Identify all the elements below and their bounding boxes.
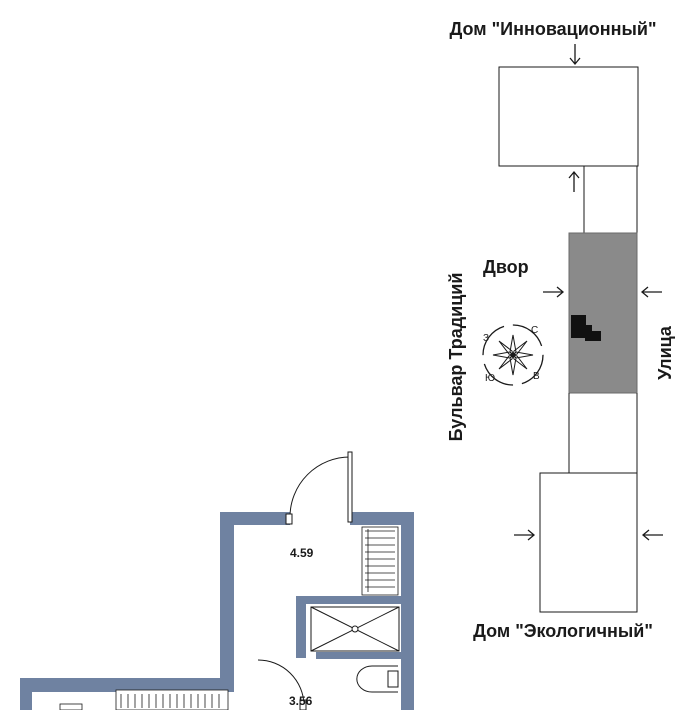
room-area-hall: 4.59 xyxy=(290,546,314,560)
compass-east: В xyxy=(533,371,540,382)
street-label: Улица xyxy=(655,325,675,380)
bathroom-door xyxy=(257,659,307,710)
apartment-location-marker xyxy=(571,315,601,341)
highlighted-building-section xyxy=(568,232,638,394)
entrance-door xyxy=(285,451,353,525)
radiator xyxy=(361,526,399,596)
yard-label: Двор xyxy=(483,257,529,277)
compass-west: З xyxy=(483,333,489,344)
boulevard-label: Бульвар Традиций xyxy=(446,273,466,442)
bottom-building-label: Дом "Экологичный" xyxy=(473,621,653,641)
compass-north: С xyxy=(531,325,538,336)
arrow-left-icon xyxy=(640,286,662,298)
shower-tray xyxy=(310,606,400,652)
top-building xyxy=(498,66,639,167)
arrow-up-icon xyxy=(568,170,580,192)
window-strip xyxy=(115,689,229,710)
lower-passage-outline xyxy=(568,393,638,473)
arrow-down-icon xyxy=(569,44,581,66)
floor-plan: 4.59 3.56 xyxy=(20,451,414,710)
walls xyxy=(20,512,414,710)
top-building-label: Дом "Инновационный" xyxy=(449,19,656,39)
bottom-building xyxy=(539,472,638,613)
site-plan: Дом "Инновационный" Двор xyxy=(446,19,675,641)
arrow-right-icon xyxy=(543,286,565,298)
room-area-bathroom: 3.56 xyxy=(289,694,313,708)
passage-outline xyxy=(583,166,638,233)
arrow-right-icon xyxy=(514,529,536,541)
toilet-icon xyxy=(356,665,399,693)
bottom-left-fixture xyxy=(59,703,83,710)
compass-south: Ю xyxy=(485,373,495,384)
compass-rose-icon: С В Ю З xyxy=(482,324,544,386)
arrow-left-icon xyxy=(641,529,663,541)
